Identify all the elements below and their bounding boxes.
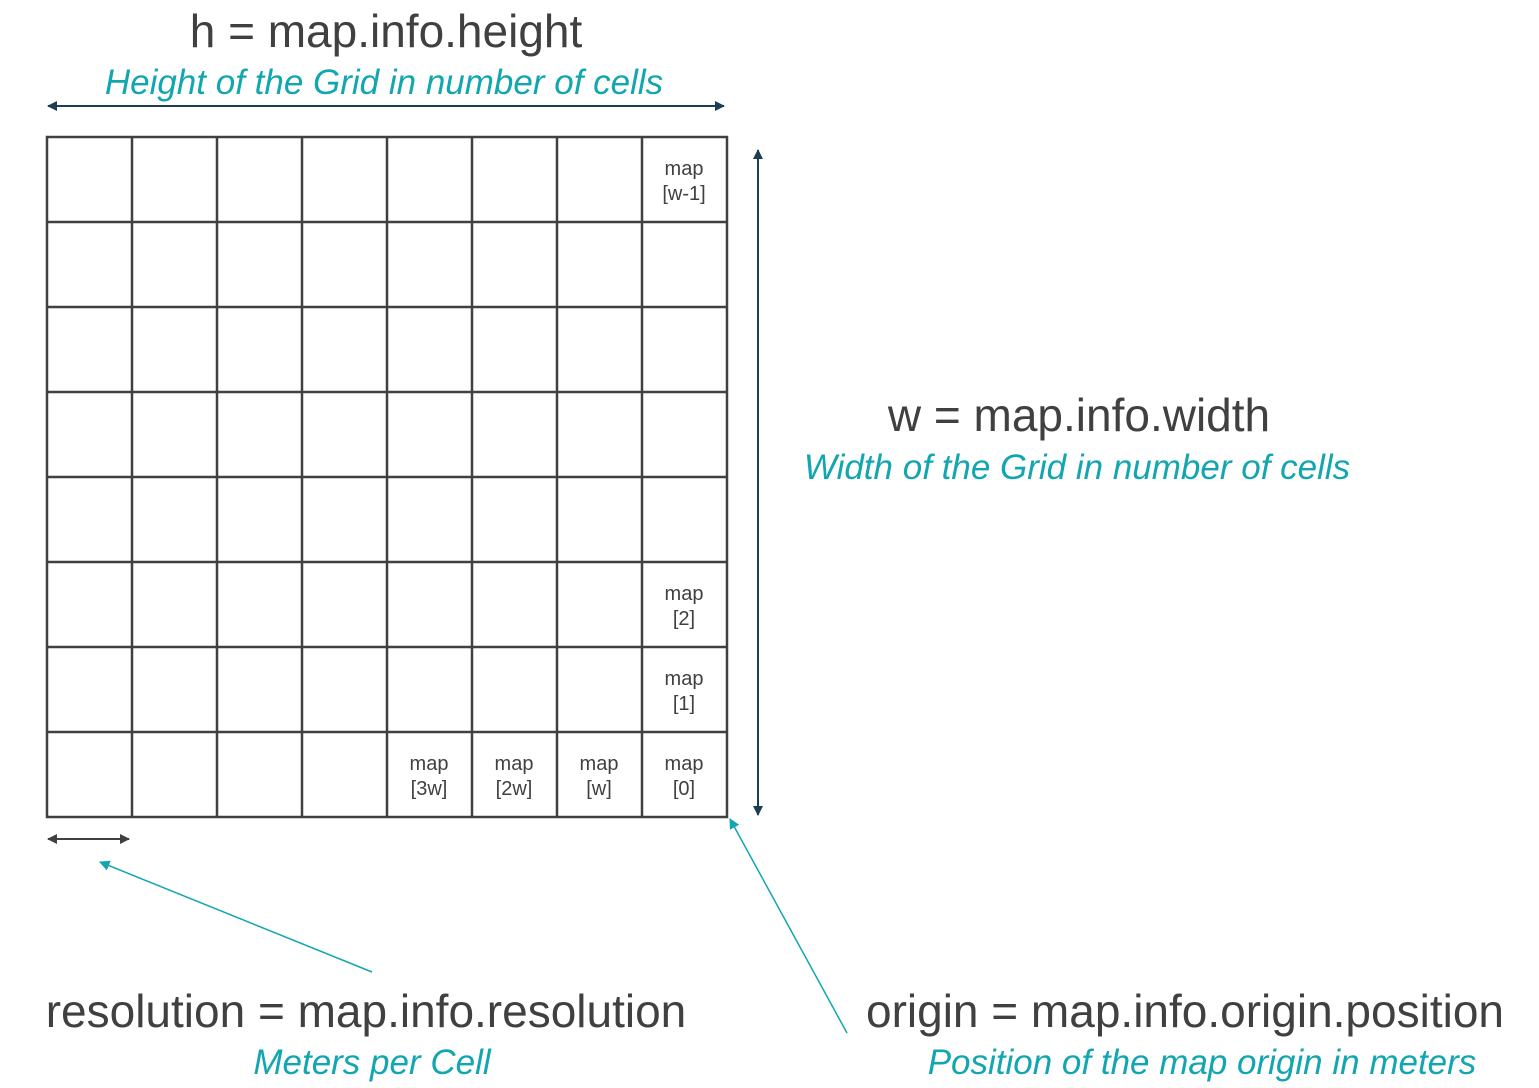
cell-label-line2: [w-1] — [662, 183, 705, 205]
cell-label-line2: [0] — [673, 778, 695, 800]
cell-map-w: map [w] — [580, 753, 619, 800]
width-formula: w = map.info.width — [887, 389, 1270, 441]
cell-label-line1: map — [665, 583, 704, 605]
cell-map-2w: map [2w] — [495, 753, 534, 800]
cell-label-line2: [1] — [673, 693, 695, 715]
cell-map-2: map [2] — [665, 583, 704, 630]
origin-description: Position of the map origin in meters — [928, 1043, 1477, 1082]
height-formula: h = map.info.height — [190, 5, 583, 57]
cell-label-line1: map — [580, 753, 619, 775]
width-description: Width of the Grid in number of cells — [804, 448, 1350, 487]
cell-label-line1: map — [665, 668, 704, 690]
resolution-pointer — [99, 860, 373, 973]
resolution-description: Meters per Cell — [253, 1043, 492, 1082]
resolution-formula: resolution = map.info.resolution — [46, 985, 687, 1037]
cell-label-line1: map — [665, 753, 704, 775]
cell-map-0: map [0] — [665, 753, 704, 800]
cell-label-line1: map — [495, 753, 534, 775]
cell-label-line2: [2w] — [496, 778, 533, 800]
cell-label-line1: map — [665, 158, 704, 180]
origin-formula: origin = map.info.origin.position — [866, 985, 1504, 1037]
height-description: Height of the Grid in number of cells — [105, 63, 663, 102]
cell-map-w-minus-1: map [w-1] — [662, 158, 705, 205]
cell-label-line1: map — [410, 753, 449, 775]
cell-map-3w: map [3w] — [410, 753, 449, 800]
origin-pointer — [729, 818, 848, 1034]
cell-label-line2: [2] — [673, 608, 695, 630]
cell-label-line2: [w] — [586, 778, 612, 800]
grid — [45, 135, 729, 819]
cell-label-line2: [3w] — [411, 778, 448, 800]
cell-map-1: map [1] — [665, 668, 704, 715]
